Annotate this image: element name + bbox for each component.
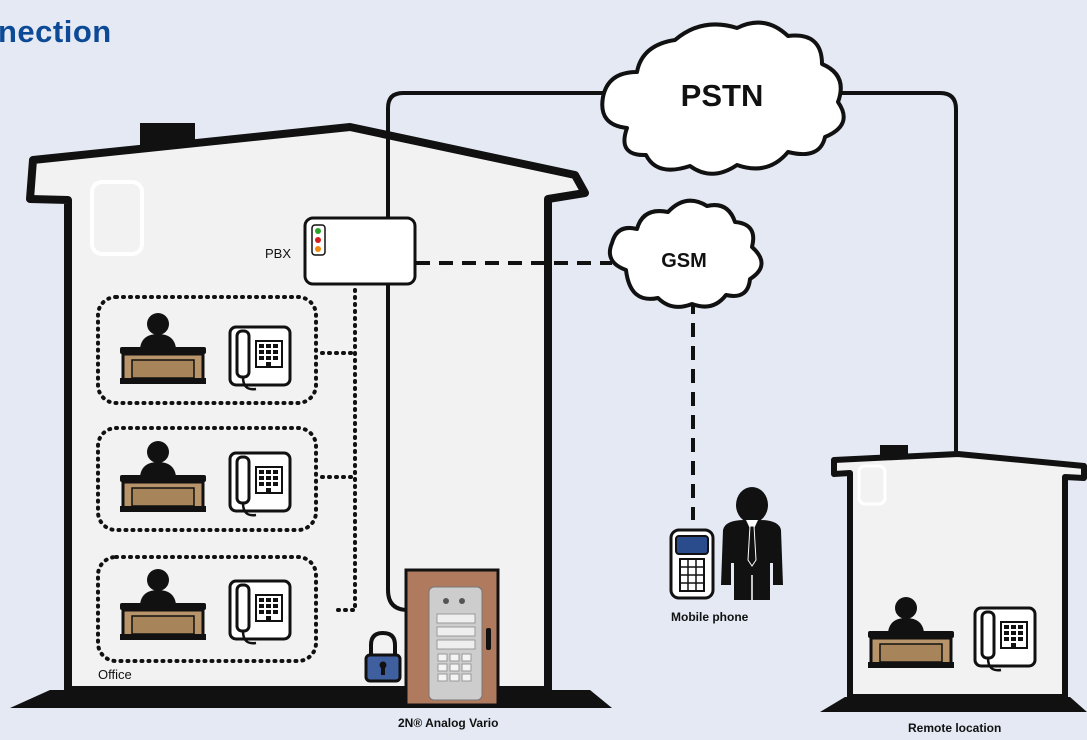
mobile-phone-icon (669, 528, 715, 600)
analog-vario-label: 2N® Analog Vario (398, 716, 499, 730)
office-phone-3 (228, 579, 292, 645)
page-title: nection (0, 14, 112, 49)
door-intercom (404, 568, 500, 707)
person-icon (721, 487, 783, 600)
office-house (10, 123, 612, 708)
pstn-line-remote (820, 91, 958, 452)
gsm-cloud: GSM (607, 198, 764, 309)
pbx-device (303, 216, 417, 286)
gsm-label: GSM (661, 250, 707, 272)
office-phone-1 (228, 325, 292, 391)
remote-location-label: Remote location (908, 721, 1002, 735)
remote-house (820, 445, 1087, 712)
pstn-line-office (386, 91, 612, 590)
office-phone-2 (228, 451, 292, 517)
mobile-phone-label: Mobile phone (671, 610, 749, 624)
pstn-cloud: PSTN (600, 20, 846, 176)
remote-phone (973, 606, 1037, 672)
lock-icon (364, 630, 402, 683)
pstn-label: PSTN (681, 78, 764, 113)
office-label: Office (98, 667, 132, 682)
pbx-label: PBX (265, 246, 292, 261)
internal-wiring (96, 288, 357, 663)
